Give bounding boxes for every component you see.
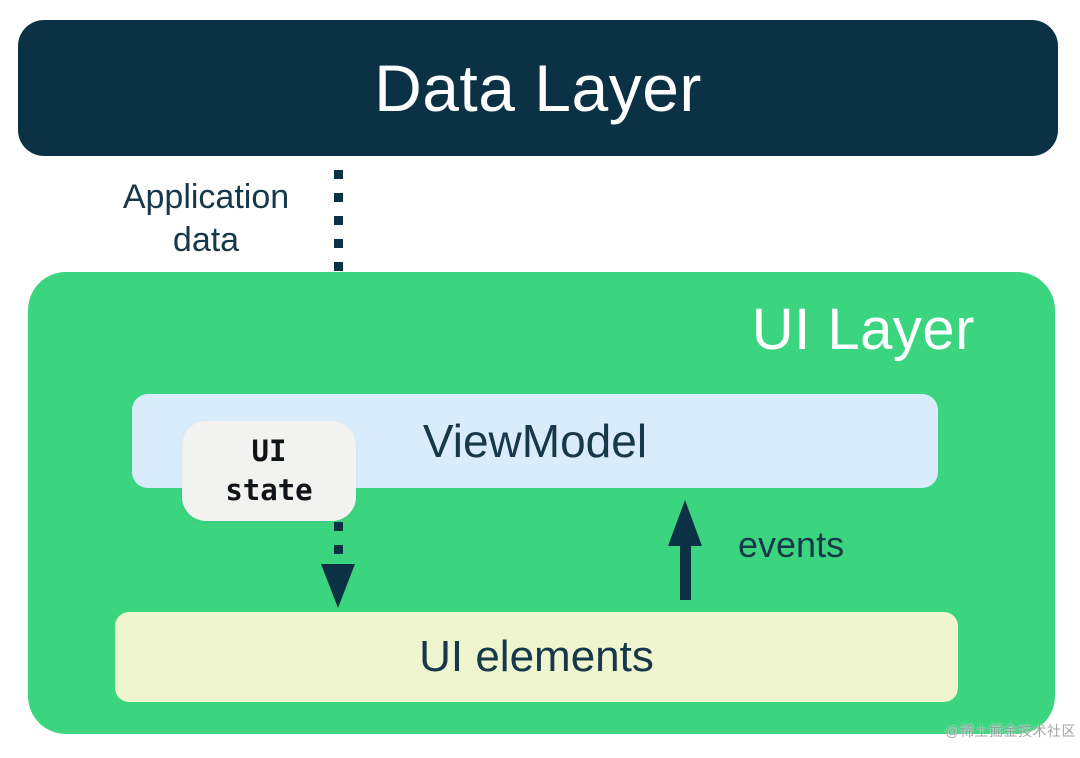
- ui-state-dashed-line: [334, 522, 343, 564]
- ui-elements-box: UI elements: [115, 612, 958, 702]
- watermark: @稀土掘金技术社区: [945, 723, 1076, 739]
- application-data-label: Application data: [122, 178, 290, 259]
- data-layer-label: Data Layer: [374, 51, 702, 125]
- ui-state-label: UI state: [225, 433, 313, 507]
- events-label: events: [738, 524, 845, 565]
- data-layer-box: Data Layer: [18, 20, 1058, 156]
- ui-layer-label: UI Layer: [751, 297, 975, 362]
- ui-elements-label: UI elements: [419, 632, 654, 681]
- ui-state-arrowhead-icon: [321, 564, 355, 608]
- application-data-dashed-line: [334, 170, 343, 344]
- events-arrow-shaft: [680, 542, 691, 600]
- viewmodel-label: ViewModel: [422, 415, 648, 467]
- events-arrowhead-icon: [668, 500, 702, 546]
- ui-state-chip: UI state: [182, 421, 356, 521]
